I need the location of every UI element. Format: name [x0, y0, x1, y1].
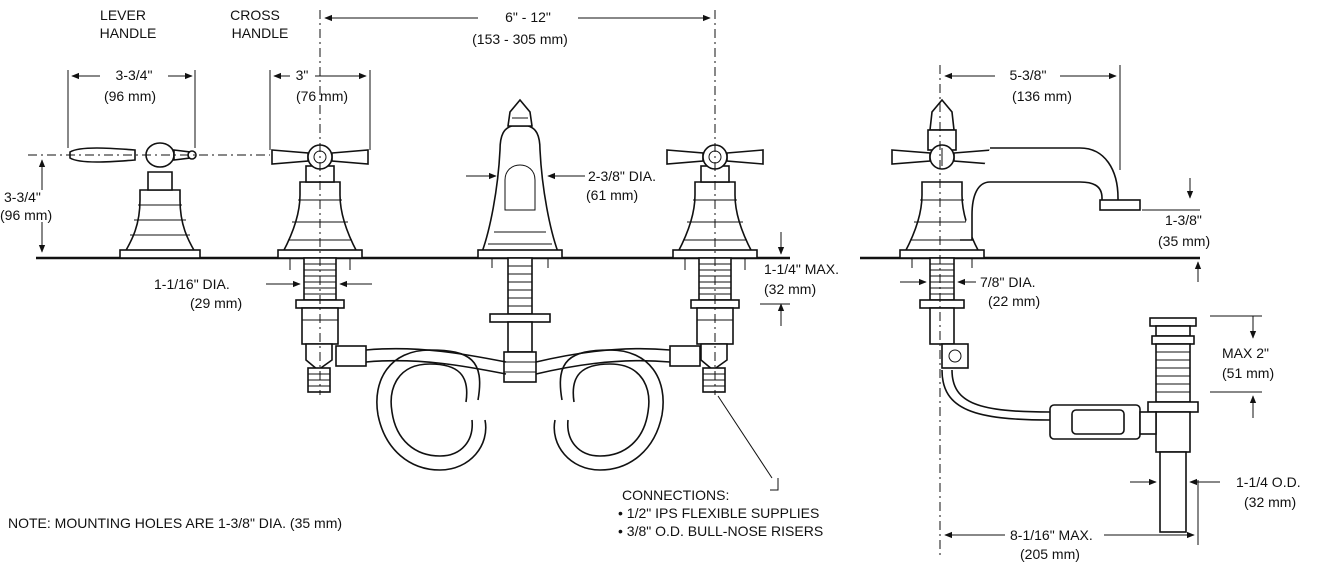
- lift-rod-dimension-mm: (205 mm): [1020, 546, 1080, 562]
- spout-height-dimension-mm: (35 mm): [1158, 233, 1210, 249]
- drain-diameter-dimension: 7/8" DIA.: [980, 274, 1036, 290]
- shank-diameter-dimension-mm: (29 mm): [190, 295, 242, 311]
- connections-title: CONNECTIONS:: [622, 487, 729, 503]
- connections-item-2: • 3/8" O.D. BULL-NOSE RISERS: [618, 523, 823, 539]
- drain-max-dimension: MAX 2": [1222, 345, 1269, 361]
- lever-width-dimension-mm: (96 mm): [104, 88, 156, 104]
- spread-dimension: 6" - 12": [505, 9, 551, 25]
- cross-width-dimension: 3": [296, 67, 309, 83]
- spread-dimension-mm: (153 - 305 mm): [472, 31, 568, 47]
- handle-height-dimension-mm: (96 mm): [0, 207, 52, 223]
- mounting-note: NOTE: MOUNTING HOLES ARE 1-3/8" DIA. (35…: [8, 515, 342, 531]
- deck-thickness-dimension: 1-1/4" MAX.: [764, 261, 839, 277]
- drain-max-dimension-mm: (51 mm): [1222, 365, 1274, 381]
- deck-thickness-dimension-mm: (32 mm): [764, 281, 816, 297]
- cross-width-dimension-mm: (76 mm): [296, 88, 348, 104]
- tailpiece-od-dimension-mm: (32 mm): [1244, 494, 1296, 510]
- center-spout: [477, 98, 563, 383]
- shank-diameter-dimension: 1-1/16" DIA.: [154, 276, 230, 292]
- flexible-supply-hoses: [335, 345, 701, 471]
- spout-reach-dimension-mm: (136 mm): [1012, 88, 1072, 104]
- cross-handle-label-2: HANDLE: [232, 25, 289, 41]
- cross-handle-label-1: CROSS: [230, 7, 280, 23]
- spout-diameter-dimension: 2-3/8" DIA.: [588, 168, 656, 184]
- lever-handle-valve: [69, 142, 201, 259]
- lever-handle-label-2: HANDLE: [100, 25, 157, 41]
- lever-handle-label-1: LEVER: [100, 7, 146, 23]
- pop-up-drain: [1049, 317, 1199, 533]
- tailpiece-od-dimension: 1-1/4 O.D.: [1236, 474, 1301, 490]
- dimension-labels: LEVER HANDLE CROSS HANDLE 6" - 12" (153 …: [0, 7, 1301, 562]
- lever-width-dimension: 3-3/4": [116, 67, 153, 83]
- spout-height-dimension: 1-3/8": [1165, 212, 1202, 228]
- side-view-faucet: [891, 98, 1141, 421]
- connections-item-1: • 1/2" IPS FLEXIBLE SUPPLIES: [618, 505, 819, 521]
- lift-rod-dimension: 8-1/16" MAX.: [1010, 527, 1093, 543]
- dimension-arrows: [38, 14, 1262, 539]
- drain-diameter-dimension-mm: (22 mm): [988, 293, 1040, 309]
- handle-height-dimension: 3-3/4": [4, 189, 41, 205]
- spout-reach-dimension: 5-3/8": [1010, 67, 1047, 83]
- spout-diameter-dimension-mm: (61 mm): [586, 187, 638, 203]
